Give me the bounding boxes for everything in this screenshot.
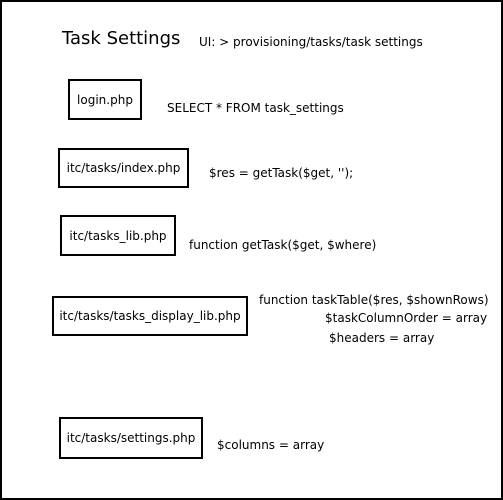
diagram-title: Task Settings — [62, 28, 181, 49]
file-box-tasks-lib: itc/tasks_lib.php — [60, 215, 176, 256]
note-index-call: $res = getTask($get, ''); — [209, 166, 354, 180]
note-display-lib-headers: $headers = array — [329, 331, 435, 345]
file-box-tasks-display-lib: itc/tasks/tasks_display_lib.php — [52, 296, 248, 336]
note-display-lib-function: function taskTable($res, $shownRows) — [259, 293, 489, 307]
note-login-query: SELECT * FROM task_settings — [167, 101, 344, 115]
file-box-index: itc/tasks/index.php — [58, 148, 189, 188]
note-tasks-lib-function: function getTask($get, $where) — [189, 238, 377, 252]
note-settings-columns: $columns = array — [217, 438, 325, 452]
note-display-lib-column-order: $taskColumnOrder = array — [325, 311, 488, 325]
ui-path-label: UI: > provisioning/tasks/task settings — [199, 35, 423, 49]
file-box-login: login.php — [68, 79, 142, 120]
file-box-settings: itc/tasks/settings.php — [59, 417, 203, 459]
